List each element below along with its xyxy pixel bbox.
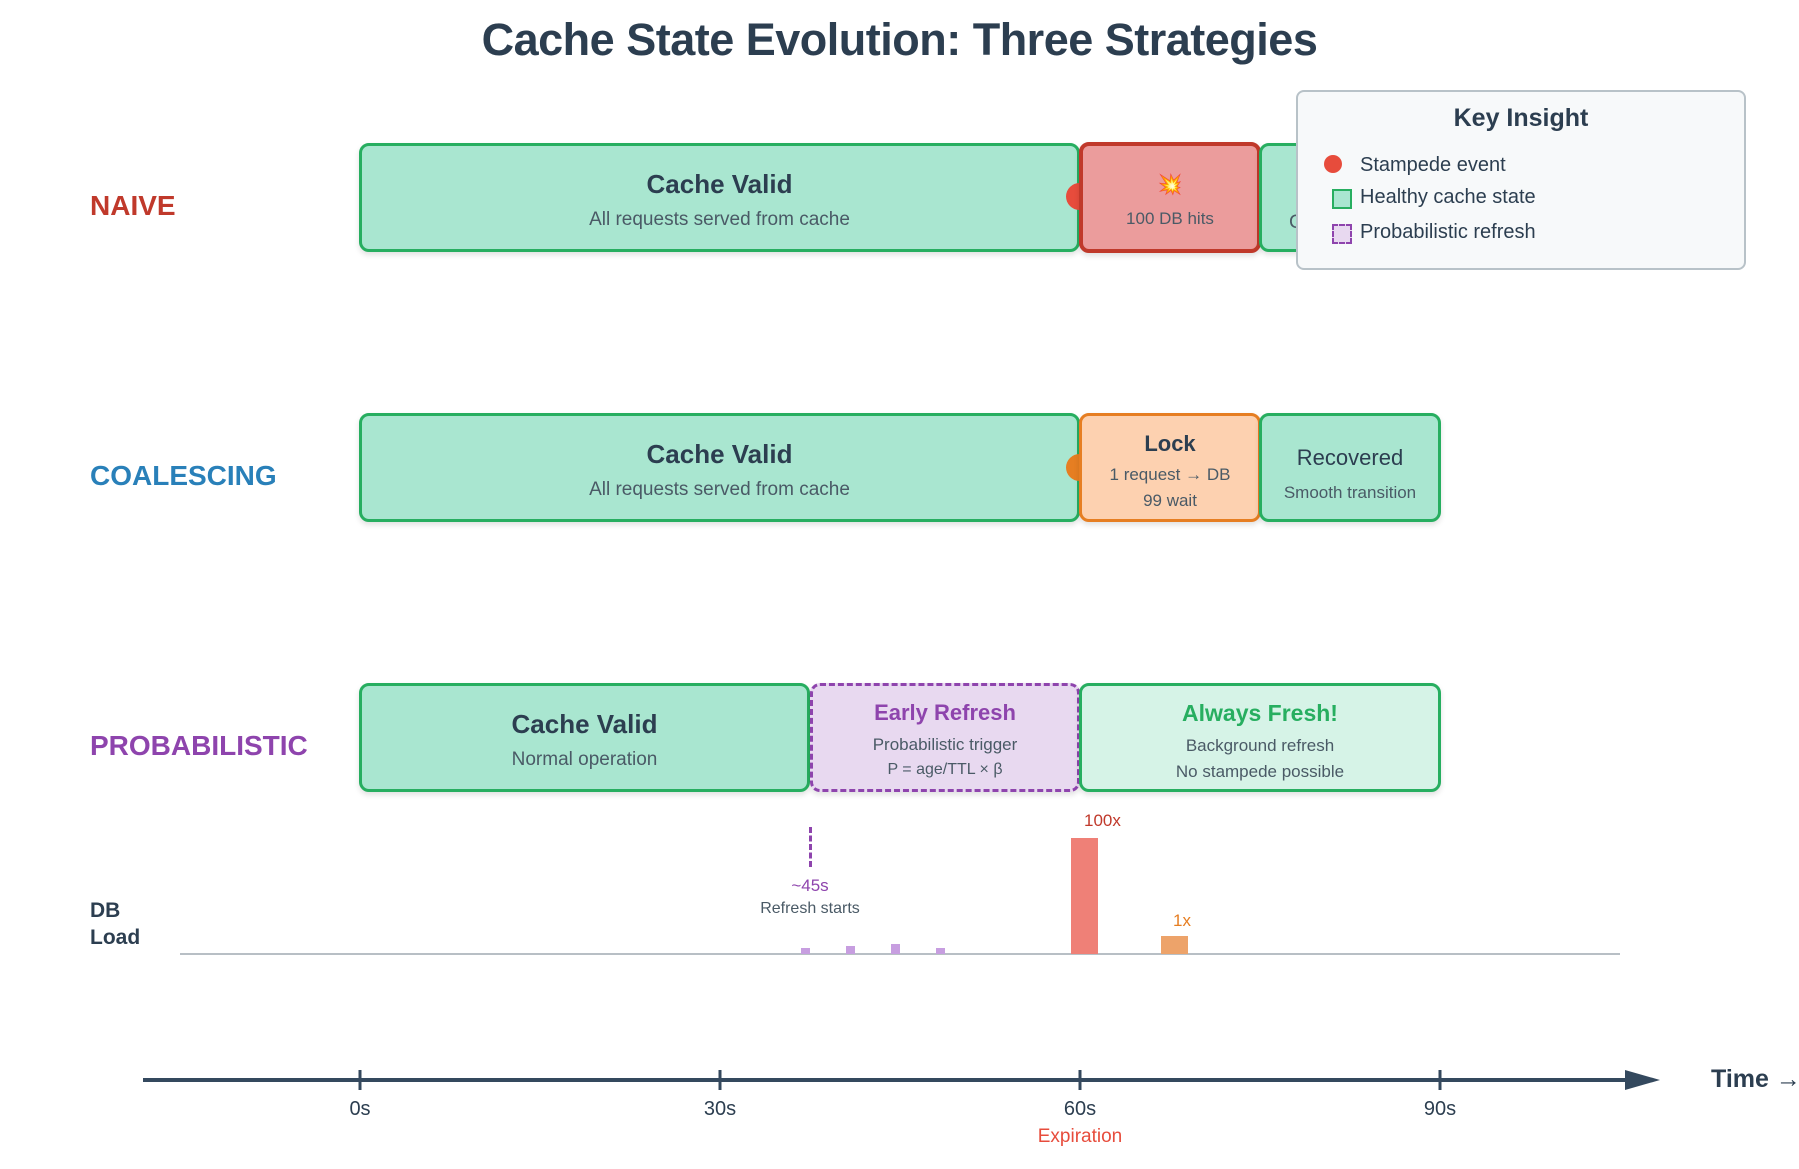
coalescing-valid-subtitle: All requests served from cache <box>589 479 850 500</box>
probabilistic-load-bar <box>846 946 855 954</box>
red-dot-icon <box>1324 155 1342 173</box>
stampede-load-label: 100x <box>1084 811 1121 830</box>
always-fresh-subtitle-2: No stampede possible <box>1175 762 1345 781</box>
db-load-baseline <box>180 953 1620 955</box>
coalescing-cache-valid-box: Cache Valid All requests served from cac… <box>359 413 1080 522</box>
recovered-subtitle: Smooth transition <box>1283 483 1417 502</box>
naive-cache-valid-box: Cache Valid All requests served from cac… <box>359 143 1080 252</box>
lock-subtitle-1: 1 request → DB <box>1109 465 1231 484</box>
db-load-label: DB Load <box>90 897 140 951</box>
probabilistic-load-bar <box>936 948 945 954</box>
expiration-label: Expiration <box>1037 1126 1123 1147</box>
lock-load-bar <box>1161 936 1188 954</box>
early-refresh-title: Early Refresh <box>874 700 1016 725</box>
axis-tick-label-0s: 0s <box>349 1098 371 1120</box>
axis-tick-label-90s: 90s <box>1423 1098 1457 1120</box>
db-load-label-line2: Load <box>90 926 141 949</box>
refresh-marker-caption: Refresh starts <box>760 900 860 917</box>
naive-stampede-box: 💥 100 DB hits <box>1079 142 1261 253</box>
green-square-icon <box>1332 189 1352 209</box>
row-label-coalescing: COALESCING <box>90 460 277 491</box>
naive-stampede-subtitle: 100 DB hits <box>1126 209 1214 228</box>
always-fresh-subtitle-1: Background refresh <box>1185 736 1335 755</box>
early-refresh-subtitle-1: Probabilistic trigger <box>872 735 1018 754</box>
refresh-marker-line <box>809 827 812 867</box>
coalescing-recovered-box: Recovered Smooth transition <box>1259 413 1441 522</box>
recovered-title: Recovered <box>1296 445 1404 470</box>
db-load-label-line1: DB <box>90 899 121 922</box>
legend-item-probabilistic: Probabilistic refresh <box>1360 221 1536 243</box>
probabilistic-cache-valid-box: Cache Valid Normal operation <box>359 683 810 792</box>
coalescing-valid-title: Cache Valid <box>646 439 793 469</box>
lock-load-label: 1x <box>1173 911 1191 930</box>
naive-valid-title: Cache Valid <box>646 169 793 199</box>
early-refresh-box: Early Refresh Probabilistic trigger P = … <box>810 683 1080 792</box>
coalescing-lock-box: Lock 1 request → DB 99 wait <box>1079 413 1261 522</box>
always-fresh-title: Always Fresh! <box>1182 700 1338 726</box>
probabilistic-load-bar <box>801 948 810 954</box>
time-axis-title: Time → <box>1711 1065 1799 1093</box>
dashed-purple-square-icon <box>1332 224 1352 244</box>
refresh-marker-time: ~45s <box>791 876 829 895</box>
stampede-load-bar <box>1071 838 1098 954</box>
lock-title: Lock <box>1144 431 1196 456</box>
axis-tick-label-30s: 30s <box>703 1098 737 1120</box>
row-label-naive: NAIVE <box>90 190 176 221</box>
page-title: Cache State Evolution: Three Strategies <box>481 14 1318 65</box>
legend-title: Key Insight <box>1453 104 1589 132</box>
naive-valid-subtitle: All requests served from cache <box>589 209 850 230</box>
axis-tick-label-60s: 60s <box>1063 1098 1097 1120</box>
lock-subtitle-2: 99 wait <box>1143 491 1197 510</box>
probabilistic-load-bar <box>891 944 900 954</box>
probabilistic-valid-title: Cache Valid <box>511 709 658 739</box>
always-fresh-box: Always Fresh! Background refresh No stam… <box>1079 683 1441 792</box>
early-refresh-formula: P = age/TTL × β <box>887 761 1003 778</box>
explosion-icon: 💥 <box>1157 174 1183 196</box>
probabilistic-valid-subtitle: Normal operation <box>511 749 658 770</box>
legend-item-healthy: Healthy cache state <box>1360 186 1536 208</box>
legend-panel: Key Insight Stampede event Healthy cache… <box>1296 90 1746 270</box>
row-label-probabilistic: PROBABILISTIC <box>90 730 308 761</box>
legend-item-stampede: Stampede event <box>1360 154 1506 176</box>
time-axis-arrowhead-icon <box>1625 1070 1660 1090</box>
